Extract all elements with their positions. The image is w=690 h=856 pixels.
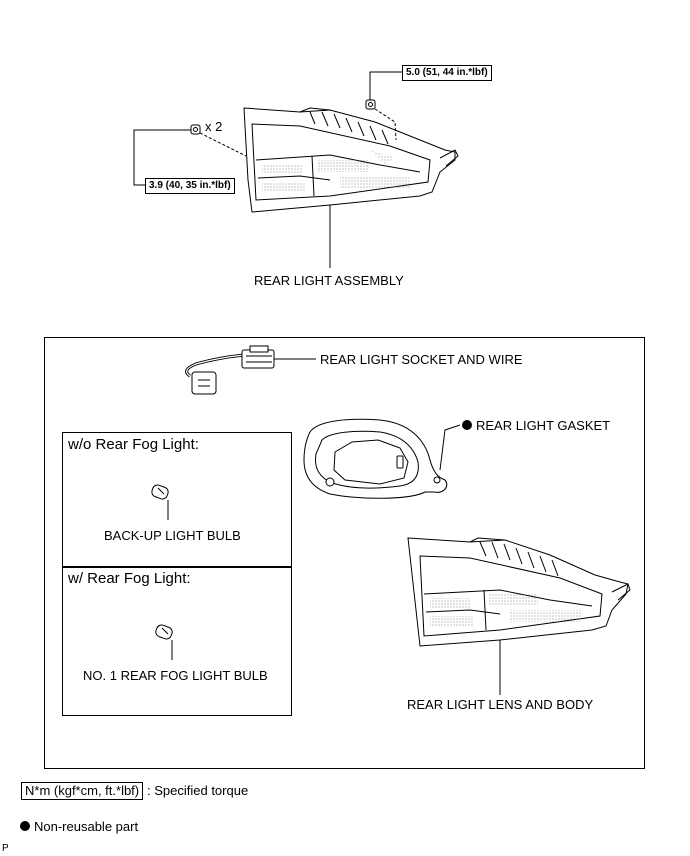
box-without-fog-light [62, 432, 292, 568]
lens-and-body-illustration [407, 537, 631, 695]
torque-spec-left: 3.9 (40, 35 in.*lbf) [145, 178, 235, 194]
label-backup-bulb: BACK-UP LIGHT BULB [104, 528, 241, 543]
label-fog-bulb: NO. 1 REAR FOG LIGHT BULB [83, 668, 268, 683]
quantity-mark: x 2 [205, 119, 223, 134]
legend-torque-unit: N*m (kgf*cm, ft.*lbf) [21, 782, 144, 800]
torque-spec-top-right: 5.0 (51, 44 in.*lbf) [402, 65, 492, 81]
non-reusable-dot-icon [462, 420, 472, 430]
legend-dot-icon [20, 821, 30, 831]
nut-right-icon [365, 99, 376, 110]
label-rear-light-assembly: REAR LIGHT ASSEMBLY [254, 273, 404, 288]
nut-left-icon [190, 124, 201, 135]
fog-bulb-icon [155, 624, 173, 660]
label-lens-and-body: REAR LIGHT LENS AND BODY [407, 697, 594, 712]
label-gasket: REAR LIGHT GASKET [476, 418, 611, 433]
box-with-fog-light-title: w/ Rear Fog Light: [68, 570, 191, 587]
legend-non-reusable: Non-reusable part [34, 819, 139, 834]
box-with-fog-light [62, 566, 292, 716]
socket-and-wire-illustration [185, 345, 316, 395]
box-without-fog-light-title: w/o Rear Fog Light: [68, 436, 199, 453]
label-socket-and-wire: REAR LIGHT SOCKET AND WIRE [320, 352, 523, 367]
backup-bulb-icon [151, 484, 169, 520]
corner-mark: P [2, 843, 9, 854]
components-frame [44, 337, 645, 769]
gasket-illustration [303, 418, 461, 499]
legend-torque-description: : Specified torque [147, 783, 249, 798]
rear-light-assembly-illustration [243, 107, 459, 213]
leader-lines-top [133, 71, 402, 268]
